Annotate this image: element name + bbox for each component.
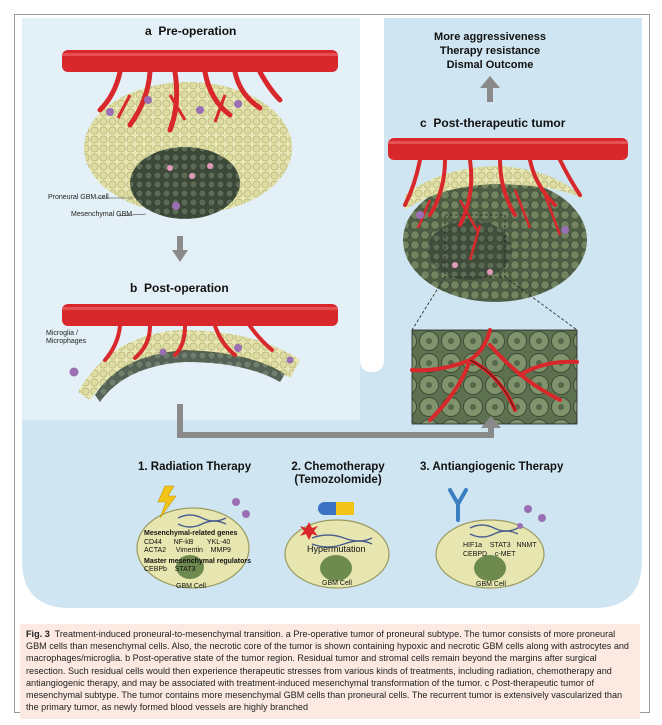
radiation-cell bbox=[136, 485, 250, 589]
cell1-name: GBM Cell bbox=[176, 583, 206, 590]
cell2-name: GBM Cell bbox=[322, 580, 352, 587]
chemo-cell bbox=[284, 502, 390, 589]
cell3-name: GBM Cell bbox=[476, 581, 506, 588]
outcome-line: Therapy resistance bbox=[439, 45, 541, 57]
figure-caption: Fig. 3 Treatment-induced proneural-to-me… bbox=[20, 624, 640, 720]
outcome-line: Dismal Outcome bbox=[446, 59, 534, 71]
figure-number: Fig. 3 bbox=[26, 629, 50, 639]
antiangiogenic-cell bbox=[435, 488, 546, 589]
panel-b-tumor bbox=[62, 304, 338, 402]
panel-b-title: b Post-operation bbox=[130, 281, 229, 295]
cell1-genes: Mesenchymal-related genes CD44 NF-kB YKL… bbox=[144, 530, 251, 573]
panel-c-zoom bbox=[410, 328, 579, 425]
panel-c-title: c Post-therapeutic tumor bbox=[420, 116, 566, 130]
therapy-title-antiangiogenic: 3. Antiangiogenic Therapy bbox=[420, 461, 564, 473]
panel-a-title: a Pre-operation bbox=[145, 24, 237, 38]
arrow-b-to-c bbox=[177, 404, 501, 438]
outcome-arrow bbox=[480, 76, 500, 102]
outcome-line: More aggressiveness bbox=[434, 31, 546, 43]
outcome-text: More aggressiveness Therapy resistance D… bbox=[420, 30, 560, 72]
panel-a-tumor bbox=[62, 50, 338, 219]
cell3-genes: HIF1a STAT3 NNMT CEBPD c-MET bbox=[463, 542, 537, 558]
therapy-title-radiation: 1. Radiation Therapy bbox=[138, 461, 252, 473]
panel-c-tumor bbox=[388, 138, 628, 331]
caption-text: Treatment-induced proneural-to-mesenchym… bbox=[26, 629, 629, 713]
proneural-label: Proneural GBM cell bbox=[48, 194, 109, 201]
therapy-title-chemo: 2. Chemotherapy(Temozolomide) bbox=[291, 461, 385, 486]
arrow-a-to-b bbox=[172, 236, 188, 262]
cell2-hypermutation: Hypermutation bbox=[307, 544, 366, 554]
microglia-label: Microglia /Microphages bbox=[46, 330, 87, 345]
mesenchymal-label: Mesenchymal GBM bbox=[71, 211, 133, 218]
